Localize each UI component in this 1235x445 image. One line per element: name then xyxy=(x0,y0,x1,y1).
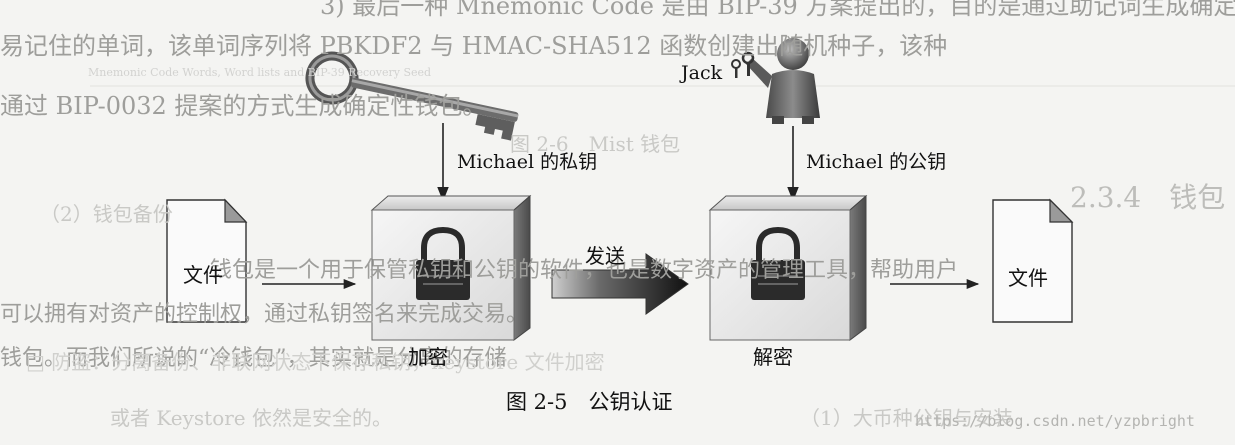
bleed-section-heading: 2.3.4 钱包 xyxy=(1070,181,1226,214)
decrypt-label: 解密 xyxy=(753,345,793,369)
figure-caption: 图 2-5 公钥认证 xyxy=(506,390,673,414)
encrypt-label: 加密 xyxy=(408,345,448,369)
lock-icon-decrypt xyxy=(751,226,805,300)
bleed-bullet-line: □ 防盗：分离备份、非联网状态下保存私钥，keystore 文件加密 xyxy=(26,350,605,374)
file-right-label: 文件 xyxy=(1008,266,1048,290)
bleed-body-line-3: 钱包。而我们所说的“冷钱包”，其实就是分离的存储 xyxy=(0,346,507,371)
bleed-top-line-1: 3) 最后一种 Mnemonic Code 是由 BIP-39 方案提出的，目的… xyxy=(320,0,1235,20)
jack-label: Jack xyxy=(681,62,723,84)
document-right-icon xyxy=(992,198,1074,323)
watermark: https://blog.csdn.net/yzpbright xyxy=(915,412,1195,430)
lock-icon-encrypt xyxy=(416,226,470,300)
jack-figure-icon xyxy=(731,38,820,124)
bleed-body-line-2: 可以拥有对资产的控制权，通过私钥签名来完成交易。 xyxy=(0,302,529,327)
send-arrow xyxy=(551,253,689,315)
bleed-top-line-2: 易记住的单词，该单词序列将 PBKDF2 与 HMAC-SHA512 函数创建出… xyxy=(0,32,948,60)
bleed-faint-caption: Mnemonic Code Words, Word lists and BIP-… xyxy=(88,66,432,79)
bleed-top-line-3: 通过 BIP-0032 提案的方式生成确定性钱包。 xyxy=(0,92,487,120)
private-key-label: Michael 的私钥 xyxy=(457,151,598,173)
bleed-last-line: 或者 Keystore 依然是安全的。 xyxy=(110,406,392,430)
bleed-last-right: （1）大币种公钥与安装 xyxy=(800,406,1013,430)
send-label: 发送 xyxy=(585,244,625,268)
public-key-label: Michael 的公钥 xyxy=(806,151,947,173)
bleed-sub-heading: （2）钱包备份 xyxy=(40,202,173,226)
document-left-icon xyxy=(166,198,248,323)
bleed-body-line-1: 钱包是一个用于保管私钥和公钥的软件，也是数字资产的管理工具，帮助用户 xyxy=(210,258,959,283)
file-left-label: 文件 xyxy=(183,263,223,287)
bleed-figure-2-6: 图 2-6 Mist 钱包 xyxy=(510,132,681,156)
private-key-icon xyxy=(305,51,519,141)
